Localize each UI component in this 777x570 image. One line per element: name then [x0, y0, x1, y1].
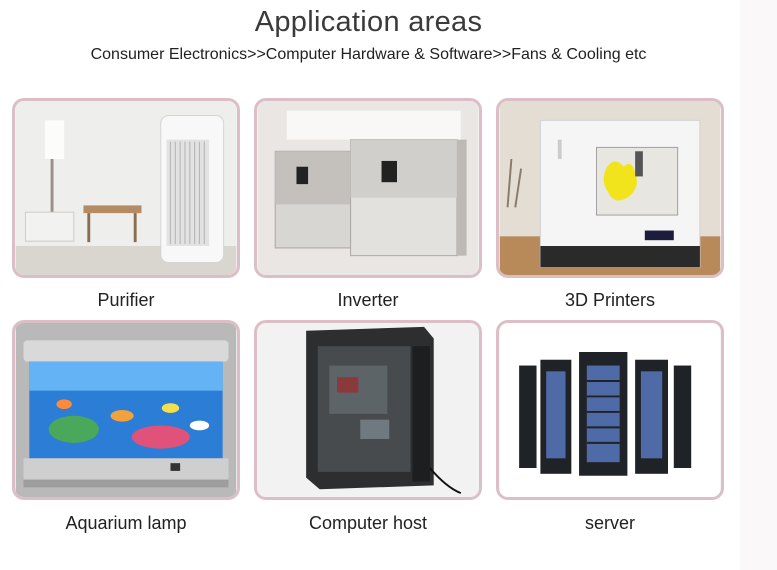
3d-printer-image	[496, 98, 724, 278]
computer-host-image	[254, 320, 482, 500]
computer-host-illustration	[257, 323, 479, 497]
server-image	[496, 320, 724, 500]
3d-printers-label: 3D Printers	[564, 290, 656, 310]
server-label: server	[584, 513, 635, 533]
aquarium-lamp-image	[12, 320, 240, 500]
aquarium-lamp-label: Aquarium lamp	[65, 513, 187, 533]
purifier-illustration	[15, 101, 237, 275]
inverter-label: Inverter	[337, 290, 399, 310]
server-illustration	[499, 323, 721, 497]
inverter-image	[254, 98, 482, 278]
purifier-label: Purifier	[97, 290, 155, 310]
3d-printer-illustration	[499, 101, 721, 275]
inverter-illustration	[257, 101, 479, 275]
page-edge	[740, 0, 777, 570]
purifier-image	[12, 98, 240, 278]
aquarium-lamp-illustration	[15, 323, 237, 497]
category-breadcrumb: Consumer Electronics>>Computer Hardware …	[90, 46, 647, 63]
page-title: Application areas	[254, 6, 483, 38]
computer-host-label: Computer host	[308, 513, 428, 533]
